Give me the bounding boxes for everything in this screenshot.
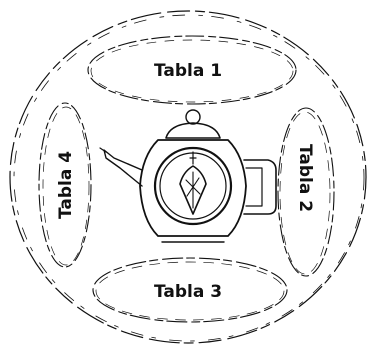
table-tabla-2: Tabla 2 <box>278 108 334 276</box>
table-tabla-3: Tabla 3 <box>93 258 287 322</box>
table-label-tabla-3: Tabla 3 <box>154 282 222 302</box>
table-label-tabla-1: Tabla 1 <box>154 61 222 81</box>
table-label-tabla-2: Tabla 2 <box>295 144 315 212</box>
table-label-tabla-4: Tabla 4 <box>56 151 76 219</box>
teapot-with-pendulum-icon <box>100 110 276 242</box>
table-tabla-4: Tabla 4 <box>39 103 91 267</box>
table-tabla-1: Tabla 1 <box>88 36 296 104</box>
